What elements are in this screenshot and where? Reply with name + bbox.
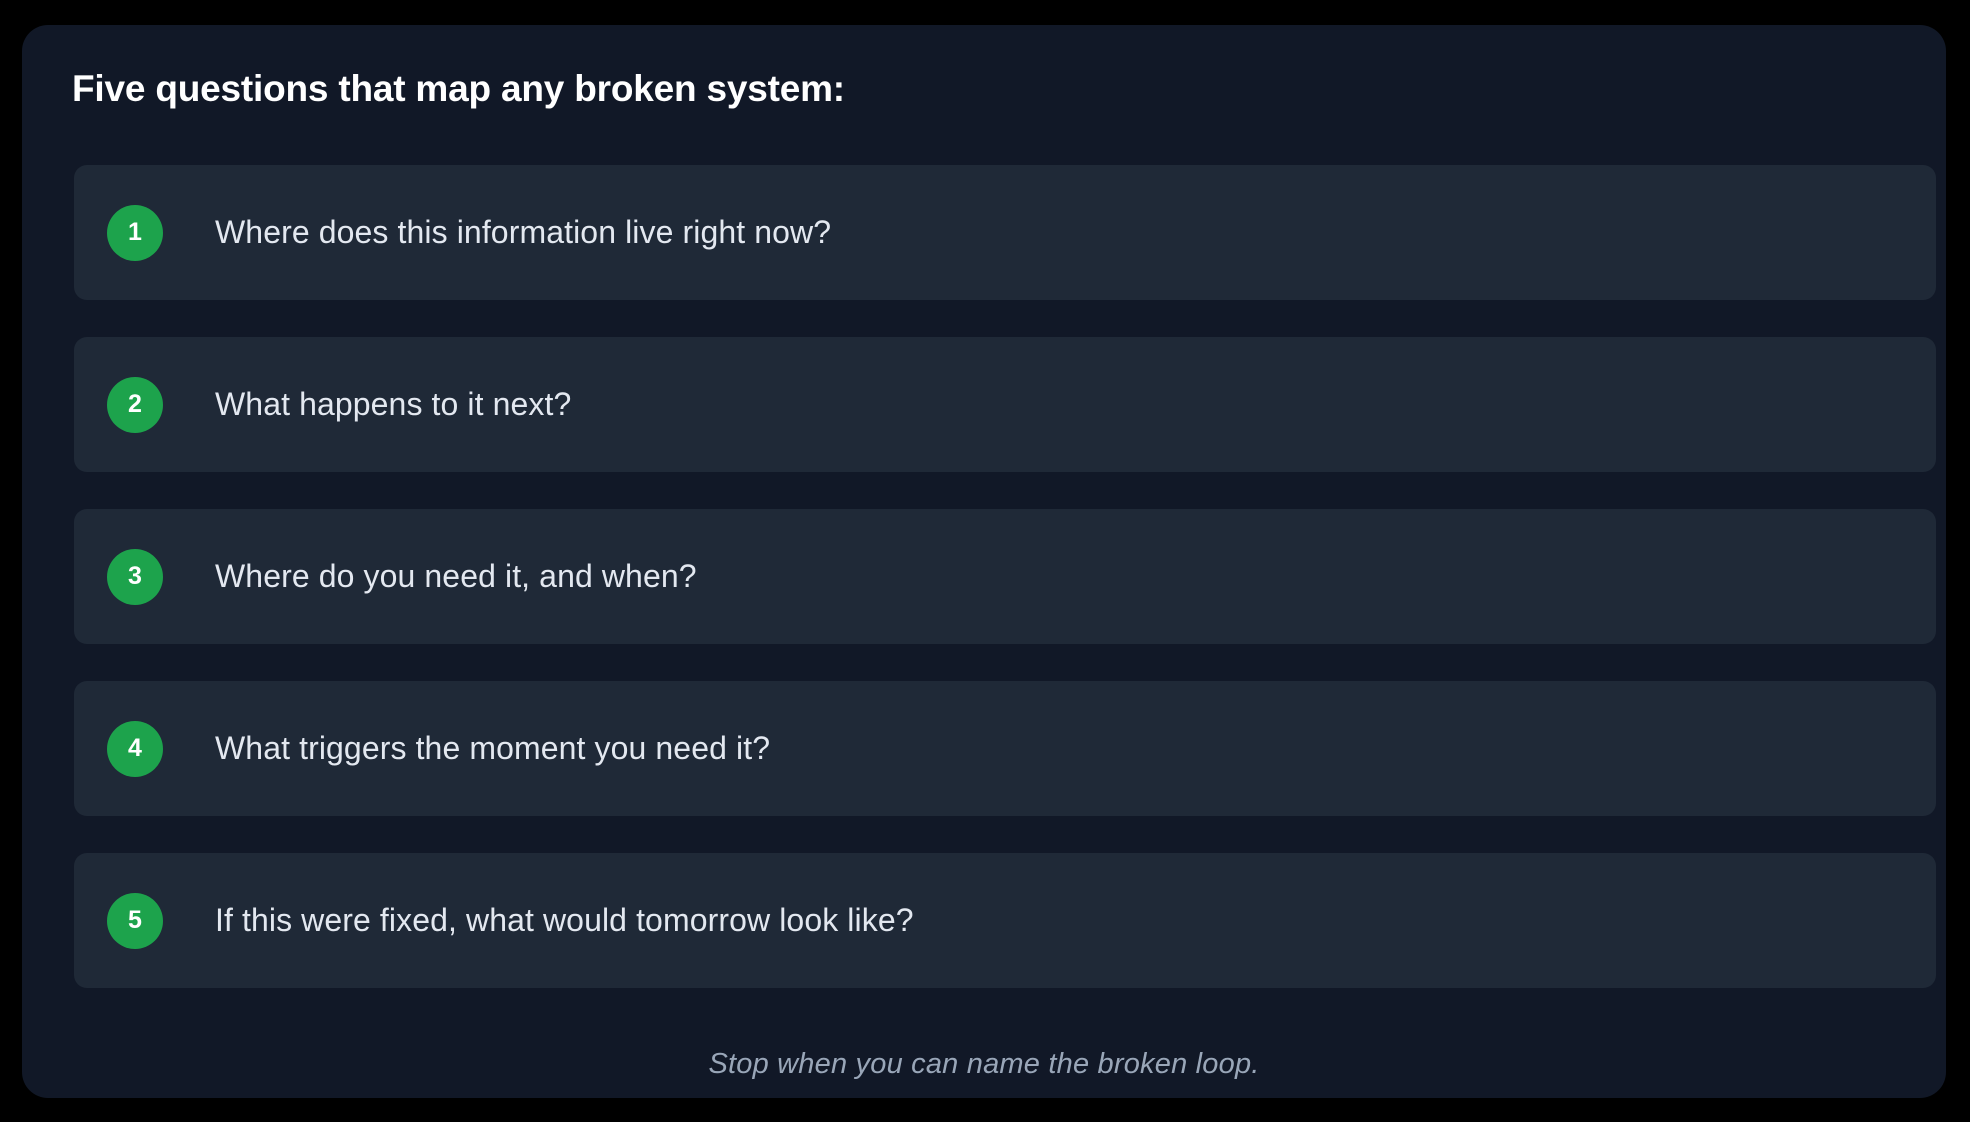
question-text: What happens to it next? bbox=[215, 386, 572, 423]
question-item-4[interactable]: 4 What triggers the moment you need it? bbox=[74, 681, 1936, 816]
step-number-label: 5 bbox=[128, 906, 142, 934]
question-text: Where does this information live right n… bbox=[215, 214, 832, 251]
questions-panel: Five questions that map any broken syste… bbox=[22, 25, 1946, 1098]
step-number-badge: 4 bbox=[107, 720, 163, 777]
step-number-badge: 5 bbox=[107, 892, 163, 949]
question-text: If this were fixed, what would tomorrow … bbox=[215, 902, 914, 939]
step-number-badge: 2 bbox=[107, 376, 163, 433]
question-item-1[interactable]: 1 Where does this information live right… bbox=[74, 165, 1936, 300]
step-number-label: 1 bbox=[128, 218, 142, 246]
question-list: 1 Where does this information live right… bbox=[74, 165, 1936, 988]
footer-note: Stop when you can name the broken loop. bbox=[708, 1048, 1260, 1080]
step-number-label: 4 bbox=[128, 734, 142, 762]
question-item-5[interactable]: 5 If this were fixed, what would tomorro… bbox=[74, 853, 1936, 988]
step-number-label: 2 bbox=[128, 390, 142, 418]
step-number-badge: 1 bbox=[107, 204, 163, 261]
question-item-2[interactable]: 2 What happens to it next? bbox=[74, 337, 1936, 472]
question-text: Where do you need it, and when? bbox=[215, 558, 697, 595]
question-item-3[interactable]: 3 Where do you need it, and when? bbox=[74, 509, 1936, 644]
step-number-label: 3 bbox=[128, 562, 142, 590]
question-text: What triggers the moment you need it? bbox=[215, 730, 771, 767]
step-number-badge: 3 bbox=[107, 548, 163, 605]
page-title: Five questions that map any broken syste… bbox=[72, 68, 845, 109]
